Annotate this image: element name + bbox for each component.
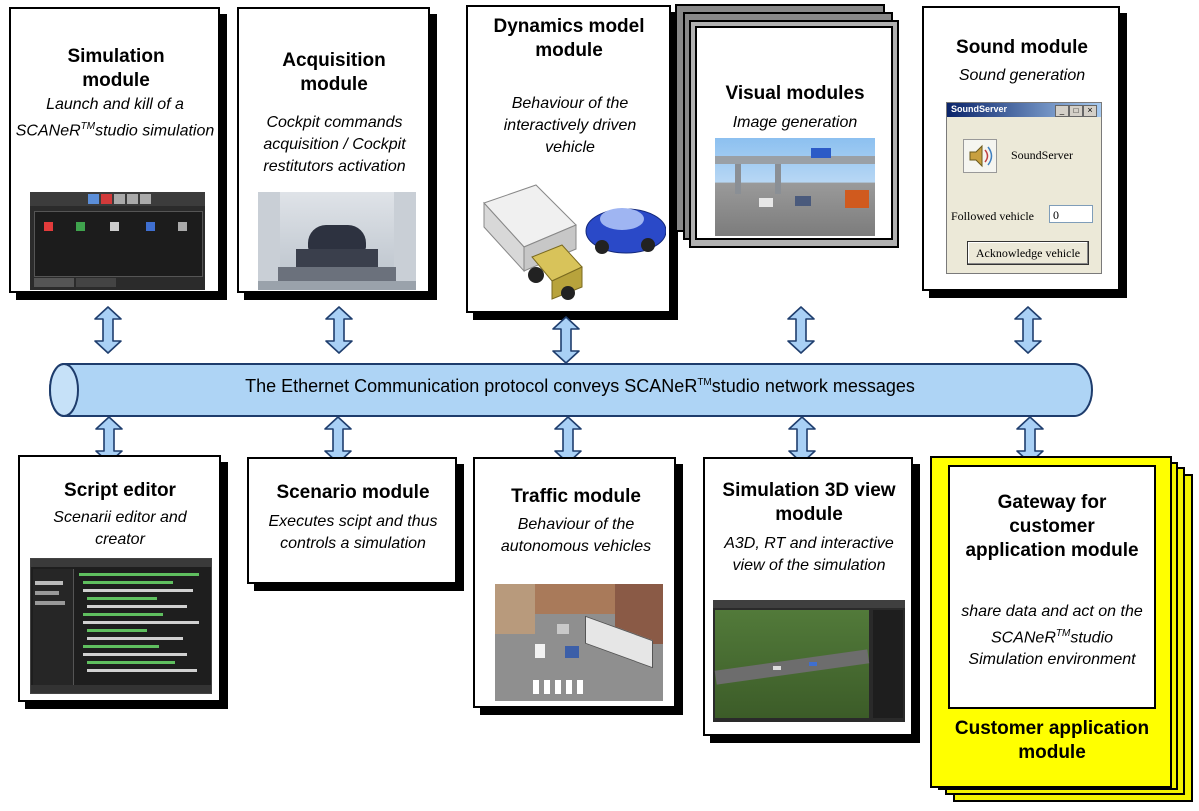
followed-vehicle-input[interactable]: 0 [1049,205,1093,223]
dynamics-module-title: Dynamics model module [493,16,645,61]
traffic-module-title: Traffic module [511,486,641,507]
simulation-module-screenshot [30,192,205,290]
soundserver-window: SoundServer _ □ × SoundServer Followed v… [946,102,1102,274]
traffic-module-desc: Behaviour of the autonomous vehicles [500,516,652,555]
highway-image [715,138,875,236]
script-editor-title: Script editor [64,480,176,501]
scenario-module-desc: Executes scipt and thus controls a simul… [268,513,438,552]
arrow-simulation [92,306,124,354]
traffic-module-card: Traffic module Behaviour of the autonomo… [473,457,676,708]
scenario-module-card: Scenario module Executes scipt and thus … [247,457,457,584]
minimize-button[interactable]: _ [1055,105,1069,117]
arrow-sound [1012,306,1044,354]
simulation-module-title: Simulation module [67,46,165,91]
customer-application-title: Customer application module [954,718,1150,763]
visual-modules-desc: Image generation [732,114,858,131]
truck-and-car-image [483,184,666,300]
acquisition-module-card: Acquisition module Cockpit commands acqu… [237,7,430,293]
ethernet-bus-pipe [49,363,1093,417]
view3d-module-title: Simulation 3D view module [722,480,896,525]
close-button[interactable]: × [1083,105,1097,117]
bus-label: The Ethernet Communication protocol conv… [245,376,915,396]
visual-modules-title: Visual modules [725,83,865,104]
dynamics-module-card: Dynamics model module Behaviour of the i… [466,5,671,313]
acquisition-module-photo [258,192,416,290]
script-editor-card: Script editor Scenarii editor and creato… [18,455,221,702]
view3d-module-desc: A3D, RT and interactive view of the simu… [724,535,894,574]
maximize-button[interactable]: □ [1069,105,1083,117]
dynamics-module-desc: Behaviour of the interactively driven ve… [503,95,637,156]
arrow-acquisition [323,306,355,354]
view3d-screenshot [713,600,905,722]
customer-application-card: Gateway for customer application module … [930,456,1172,788]
sound-module-title: Sound module [956,37,1088,58]
visual-modules-card: Visual modules Image generation [695,26,893,240]
soundserver-window-title: SoundServer [951,104,1008,114]
sound-module-card: Sound module Sound generation SoundServe… [922,6,1120,291]
gateway-module-title: Gateway for customer application module [965,492,1139,561]
acquisition-module-title: Acquisition module [282,50,386,95]
soundserver-app-name: SoundServer [1011,148,1073,162]
acquisition-module-desc: Cockpit commands acquisition / Cockpit r… [263,114,406,175]
scenario-module-title: Scenario module [276,482,430,503]
followed-vehicle-label: Followed vehicle [951,209,1034,223]
gateway-module-card: Gateway for customer application module … [948,465,1156,709]
sound-module-desc: Sound generation [958,67,1086,84]
speaker-icon [963,139,997,173]
gateway-module-desc: share data and act on the SCANeRTMstudio… [961,603,1143,669]
script-editor-desc: Scenarii editor and creator [53,509,187,548]
arrow-dynamics [550,316,582,364]
simulation-module-desc: Launch and kill of a SCANeRTMstudio simu… [15,96,215,140]
simulation-module-card: Simulation module Launch and kill of a S… [9,7,220,293]
script-editor-screenshot [30,558,212,694]
traffic-street-image [495,584,663,701]
acknowledge-vehicle-button[interactable]: Acknowledge vehicle [967,241,1089,265]
view3d-module-card: Simulation 3D view module A3D, RT and in… [703,457,913,736]
arrow-visual [785,306,817,354]
